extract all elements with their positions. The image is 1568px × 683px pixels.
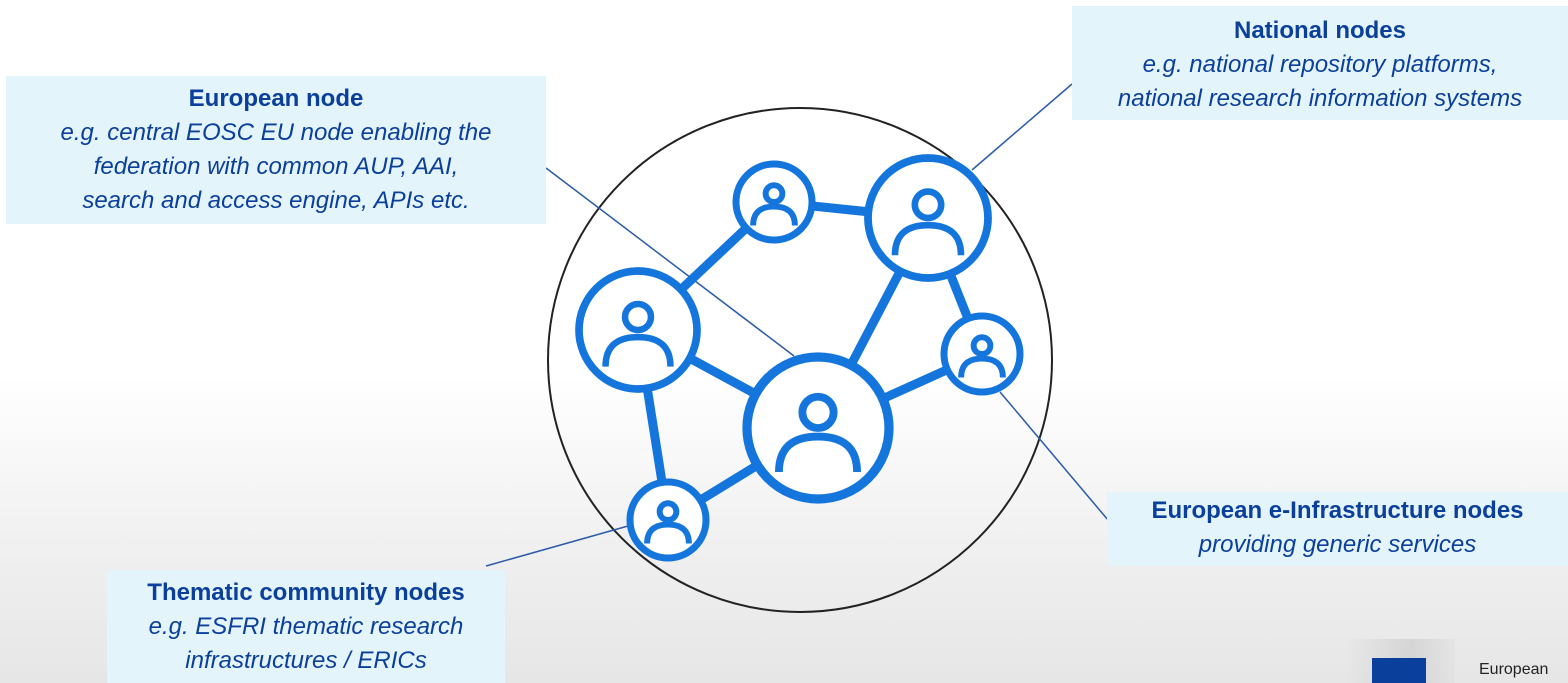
callout-line: e.g. central EOSC EU node enabling the xyxy=(60,119,492,146)
callout-line: national research information systems xyxy=(1117,85,1523,112)
callout-european-node: European node e.g. central EOSC EU node … xyxy=(6,76,546,224)
network-boundary-circle xyxy=(547,107,1053,613)
callout-title: European node xyxy=(188,85,364,112)
leader-line-thematic xyxy=(485,525,629,567)
eu-flag-icon xyxy=(1372,658,1426,683)
callout-title: Thematic community nodes xyxy=(147,579,465,606)
logo-text: European xyxy=(1479,661,1549,678)
callout-line: federation with common AUP, AAI, xyxy=(93,153,459,180)
person-node-icon xyxy=(864,154,992,282)
leader-lines xyxy=(485,83,1109,567)
callout-einfrastructure-nodes: European e-Infrastructure nodes providin… xyxy=(1107,492,1568,566)
person-node-icon xyxy=(940,312,1024,396)
person-node-icon xyxy=(626,478,710,562)
person-node-icon xyxy=(575,267,701,393)
leader-line-einfra xyxy=(999,391,1109,521)
person-node-icon xyxy=(732,160,816,244)
leader-line-national xyxy=(971,83,1073,171)
callout-title: National nodes xyxy=(1233,17,1407,44)
person-node-icon xyxy=(742,352,894,504)
callout-line: search and access engine, APIs etc. xyxy=(82,187,470,214)
callout-line: e.g. national repository platforms, xyxy=(1142,51,1498,78)
european-commission-logo: European xyxy=(1345,633,1568,683)
callout-thematic-community-nodes: Thematic community nodes e.g. ESFRI them… xyxy=(107,570,505,683)
callout-line: infrastructures / ERICs xyxy=(185,647,427,674)
leader-line-european xyxy=(545,167,795,357)
callout-title: European e-Infrastructure nodes xyxy=(1151,497,1524,524)
callout-national-nodes: National nodes e.g. national repository … xyxy=(1072,6,1568,120)
callout-line: providing generic services xyxy=(1198,531,1477,558)
person-nodes xyxy=(575,154,1024,562)
callout-line: e.g. ESFRI thematic research xyxy=(148,613,464,640)
